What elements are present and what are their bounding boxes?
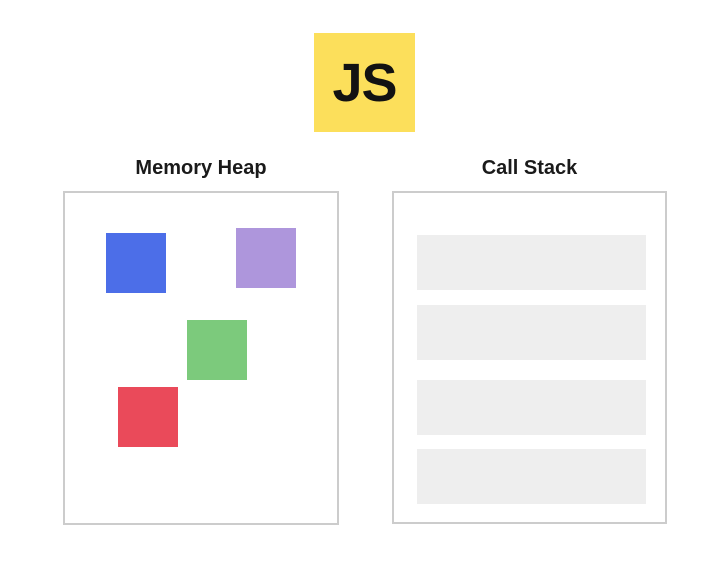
call-stack-frame-2 xyxy=(417,305,646,360)
javascript-logo-label: JS xyxy=(332,52,397,113)
call-stack-frame-3 xyxy=(417,380,646,435)
call-stack-panel xyxy=(392,191,667,524)
call-stack-frame-1 xyxy=(417,235,646,290)
call-stack-frame-4 xyxy=(417,449,646,504)
heap-object-red xyxy=(118,387,178,447)
javascript-logo: JS xyxy=(314,33,415,132)
memory-heap-panel xyxy=(63,191,339,525)
heap-object-green xyxy=(187,320,247,380)
call-stack-title: Call Stack xyxy=(481,157,578,179)
heap-object-purple xyxy=(236,228,296,288)
memory-heap-title: Memory Heap xyxy=(135,157,267,179)
heap-object-blue xyxy=(106,233,166,293)
